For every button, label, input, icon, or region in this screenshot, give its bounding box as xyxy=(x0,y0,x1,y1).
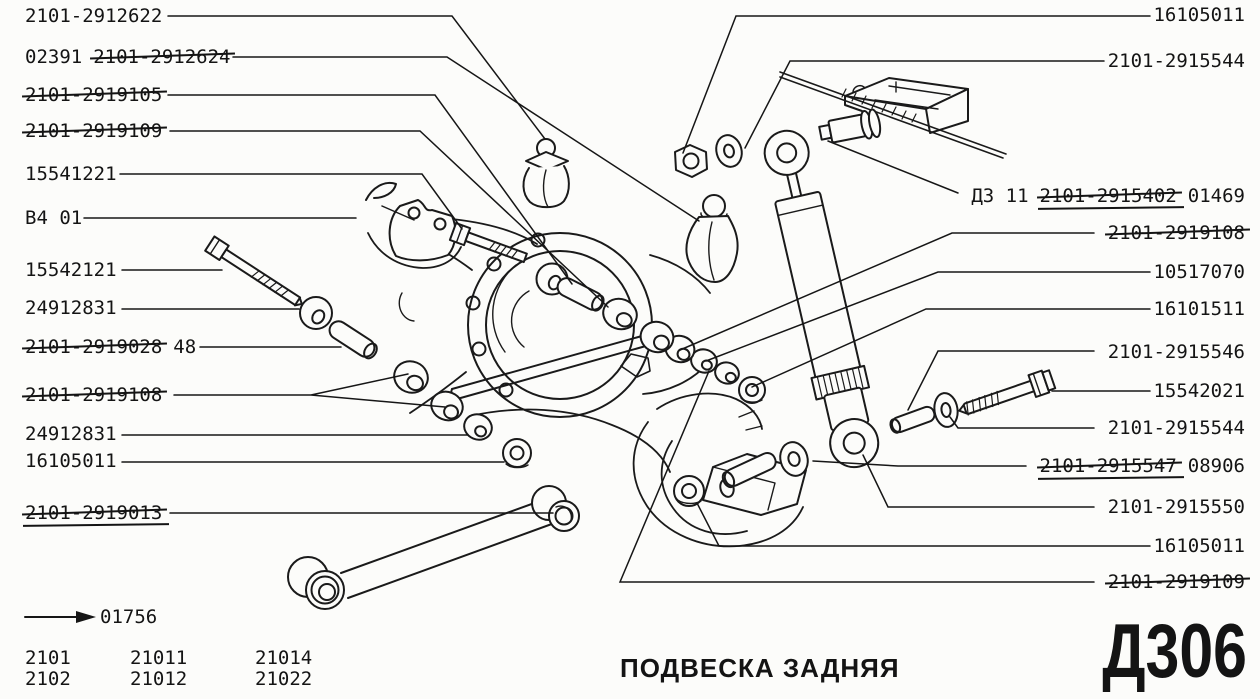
arm-bracket xyxy=(365,182,457,262)
applicability-arrow xyxy=(24,611,96,623)
part-label-2912622: 2101-2912622 xyxy=(25,5,163,27)
diagram-art xyxy=(204,71,1057,610)
washer-24912831 xyxy=(299,296,333,330)
model-code: 2101 xyxy=(25,647,71,669)
model-code: 21022 xyxy=(255,668,313,690)
lower-trailing-arm xyxy=(287,485,580,610)
part-label-2915544-top: 2101-2915544 xyxy=(1107,50,1245,72)
model-code: 21012 xyxy=(130,668,188,690)
part-label-15542121: 15542121 xyxy=(25,259,117,281)
part-label-16105011-bottom: 16105011 xyxy=(1153,535,1245,557)
bump-stop-big xyxy=(685,194,739,283)
part-label-2919108-left: 2101-2919108 xyxy=(25,384,163,406)
part-label-2915546: 2101-2915546 xyxy=(1107,341,1245,363)
spacer-sleeve-2919028 xyxy=(556,277,605,312)
arm-front-fasteners xyxy=(393,360,532,469)
bolt-15542121 xyxy=(204,235,303,307)
bolt-15542021 xyxy=(958,369,1057,416)
part-label-24912831-upper: 24912831 xyxy=(25,297,117,319)
shock-top-pin xyxy=(818,108,882,144)
part-label-2915550: 2101-2915550 xyxy=(1107,496,1245,518)
sleeve-2915546 xyxy=(889,405,936,434)
bump-stop-small xyxy=(522,138,570,209)
model-code: 21014 xyxy=(255,647,313,669)
part-label-2919109-left: 2101-2919109 xyxy=(25,120,163,142)
revision-ref: 01756 xyxy=(100,606,158,628)
part-label-15542021: 15542021 xyxy=(1153,380,1245,402)
part-label-16101511: 16101511 xyxy=(1153,298,1245,320)
part-label-10517070: 10517070 xyxy=(1153,261,1245,283)
model-code: 2102 xyxy=(25,668,71,690)
model-code: 21011 xyxy=(130,647,188,669)
nut-shock-top xyxy=(674,144,708,178)
leader-lines xyxy=(24,15,1151,623)
part-label-16105011-top: 16105011 xyxy=(1153,4,1245,26)
part-label-2919108-right: 2101-2919108 xyxy=(1107,222,1245,244)
washer-2915544 xyxy=(933,392,959,428)
part-label-2919105: 2101-2919105 xyxy=(25,84,163,106)
washer-shock-top xyxy=(715,134,743,168)
bushing-2919109 xyxy=(602,297,638,331)
body-bracket xyxy=(844,77,969,134)
part-label-24912831-lower: 24912831 xyxy=(25,423,117,445)
part-label-16105011-left: 16105011 xyxy=(25,450,117,472)
part-label-2915544-lower: 2101-2915544 xyxy=(1107,417,1245,439)
b4-flag-mark xyxy=(365,182,397,201)
spacer-sleeve-front xyxy=(328,320,378,360)
page-code: Д306 xyxy=(1102,609,1247,694)
shock-lower-mount xyxy=(673,441,809,516)
part-label-2919109-right: 2101-2919109 xyxy=(1107,571,1245,593)
part-label-2919013: 2101-2919013 xyxy=(25,502,163,524)
part-label-b4-01: В4 01 xyxy=(25,207,83,229)
shock-absorber xyxy=(763,129,880,469)
shock-mount-rod xyxy=(779,71,1007,159)
part-label-15541221: 15541221 xyxy=(25,163,117,185)
page-title: ПОДВЕСКА ЗАДНЯЯ xyxy=(620,653,900,683)
